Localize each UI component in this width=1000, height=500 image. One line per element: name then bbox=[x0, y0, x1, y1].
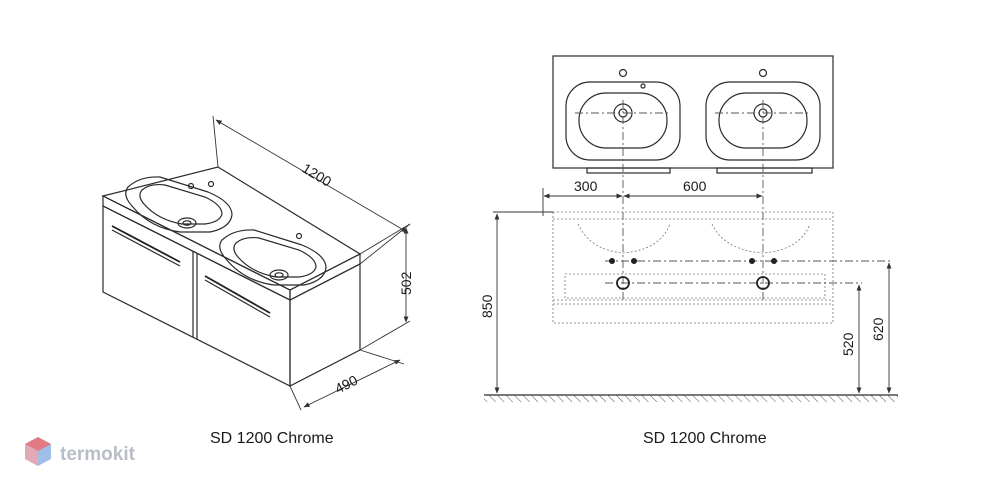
dimension-drain-height: 520 bbox=[840, 332, 856, 356]
left-door-handle bbox=[111, 225, 181, 263]
isometric-cabinet-view: 1200 502 490 SD 1200 Chrome bbox=[101, 115, 414, 447]
termokit-logo-icon bbox=[25, 437, 51, 466]
dimension-height: 502 bbox=[398, 271, 414, 295]
left-tap-hole bbox=[187, 182, 195, 190]
dimension-width: 1200 bbox=[299, 160, 334, 190]
left-caption: SD 1200 Chrome bbox=[210, 430, 334, 447]
elevation-right-drain bbox=[756, 276, 770, 290]
plan-right-tap-hole bbox=[758, 68, 768, 78]
watermark: termokit bbox=[25, 437, 136, 466]
right-door-handle bbox=[204, 275, 271, 314]
elevation-cabinet bbox=[552, 211, 834, 324]
watermark-text: termokit bbox=[60, 444, 136, 465]
right-caption: SD 1200 Chrome bbox=[643, 430, 767, 447]
dimension-hole-spacing: 600 bbox=[683, 178, 707, 194]
plan-left-tap-hole bbox=[618, 68, 628, 78]
elevation-left-drain bbox=[616, 276, 630, 290]
right-basin-drain bbox=[269, 269, 289, 281]
technical-drawing-view: 300 600 850 520 620 SD 1200 Chro bbox=[479, 55, 898, 447]
left-basin-drain bbox=[177, 217, 197, 229]
dimension-depth: 490 bbox=[332, 372, 360, 397]
dimension-edge-to-hole: 300 bbox=[574, 178, 598, 194]
right-tap-hole bbox=[295, 232, 303, 240]
cabinet-side bbox=[289, 263, 361, 387]
floor-hatch bbox=[484, 395, 898, 402]
dimension-tap-height: 620 bbox=[870, 317, 886, 341]
plan-countertop bbox=[552, 55, 834, 169]
dimension-line-width bbox=[215, 119, 408, 233]
dimension-total-height: 850 bbox=[479, 294, 495, 318]
dimension-line-depth bbox=[303, 359, 401, 408]
